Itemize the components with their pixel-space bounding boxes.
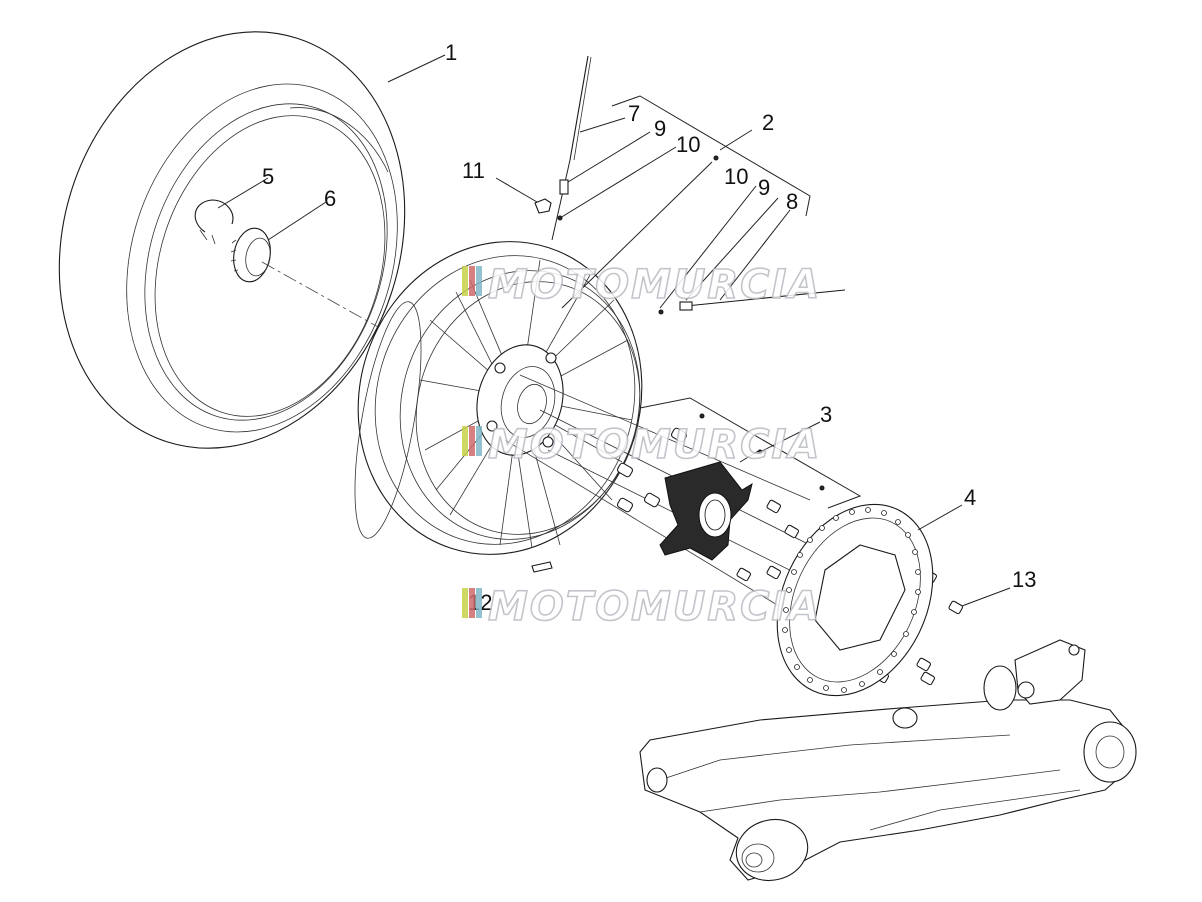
- callout-9-a: 9: [654, 116, 666, 141]
- watermark-bottom: MOTOMURCIA: [462, 583, 821, 631]
- brake-disc: [776, 503, 934, 697]
- callout-1: 1: [445, 40, 457, 65]
- bracket-3: [639, 397, 862, 509]
- callout-6: 6: [324, 186, 336, 211]
- callout-13: 13: [1012, 567, 1036, 592]
- watermark-text: MOTOMURCIA: [488, 422, 821, 468]
- tire: [58, 31, 406, 449]
- sprocket-carrier: [659, 461, 753, 561]
- bearing: [230, 227, 271, 283]
- balance-weight: [531, 561, 553, 573]
- callout-7: 7: [628, 101, 640, 126]
- callout-8: 8: [786, 189, 798, 214]
- valve-parts: [534, 55, 846, 315]
- callout-labels: 1 2 3 4 5 6 7 8 9 9 10 10 11 12 13: [262, 40, 1036, 615]
- callout-3: 3: [820, 402, 832, 427]
- callout-4: 4: [964, 485, 976, 510]
- watermark-middle: MOTOMURCIA: [462, 421, 821, 469]
- watermark-text: MOTOMURCIA: [488, 262, 821, 308]
- callout-10-a: 10: [676, 132, 700, 157]
- swingarm: [639, 639, 1137, 881]
- rear-wheel: [354, 241, 643, 555]
- circlip: [194, 199, 234, 245]
- callout-2: 2: [762, 110, 774, 135]
- callout-11: 11: [462, 158, 485, 183]
- callout-10-b: 10: [724, 164, 748, 189]
- callout-leaders: [217, 54, 1011, 607]
- watermark-top: MOTOMURCIA: [462, 261, 821, 309]
- callout-5: 5: [262, 164, 274, 189]
- watermark-text: MOTOMURCIA: [488, 584, 821, 630]
- callout-9-b: 9: [758, 175, 770, 200]
